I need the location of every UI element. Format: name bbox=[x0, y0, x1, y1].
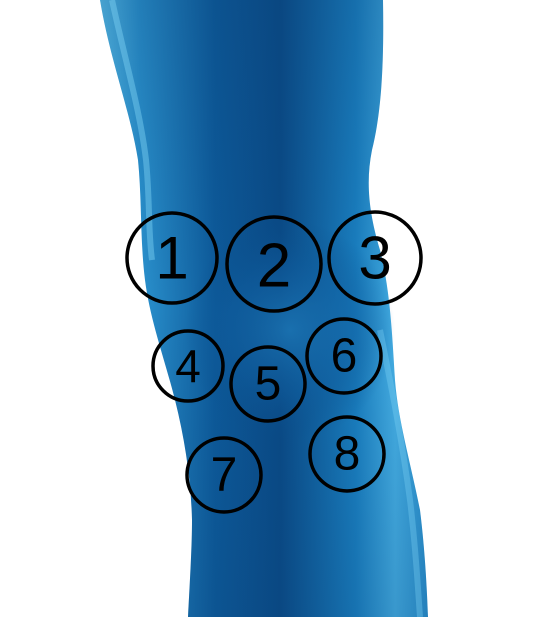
marker-4[interactable]: 4 bbox=[151, 329, 225, 403]
marker-8[interactable]: 8 bbox=[308, 415, 386, 493]
marker-2[interactable]: 2 bbox=[225, 215, 323, 313]
marker-2-label: 2 bbox=[257, 232, 291, 301]
marker-6[interactable]: 6 bbox=[305, 317, 383, 395]
marker-5-label: 5 bbox=[255, 358, 282, 411]
marker-7[interactable]: 7 bbox=[185, 436, 263, 514]
marker-1-label: 1 bbox=[155, 225, 188, 292]
marker-3-label: 3 bbox=[358, 225, 391, 292]
marker-5[interactable]: 5 bbox=[229, 345, 307, 423]
marker-7-label: 7 bbox=[211, 449, 238, 502]
marker-3[interactable]: 3 bbox=[327, 210, 423, 306]
marker-6-label: 6 bbox=[331, 330, 358, 383]
shin-highlight bbox=[377, 329, 423, 617]
marker-8-label: 8 bbox=[334, 428, 361, 481]
thigh-highlight bbox=[109, 0, 155, 261]
marker-layer: 1 2 3 4 5 6 7 8 bbox=[125, 210, 423, 514]
marker-1[interactable]: 1 bbox=[125, 211, 219, 305]
marker-4-label: 4 bbox=[175, 340, 201, 392]
